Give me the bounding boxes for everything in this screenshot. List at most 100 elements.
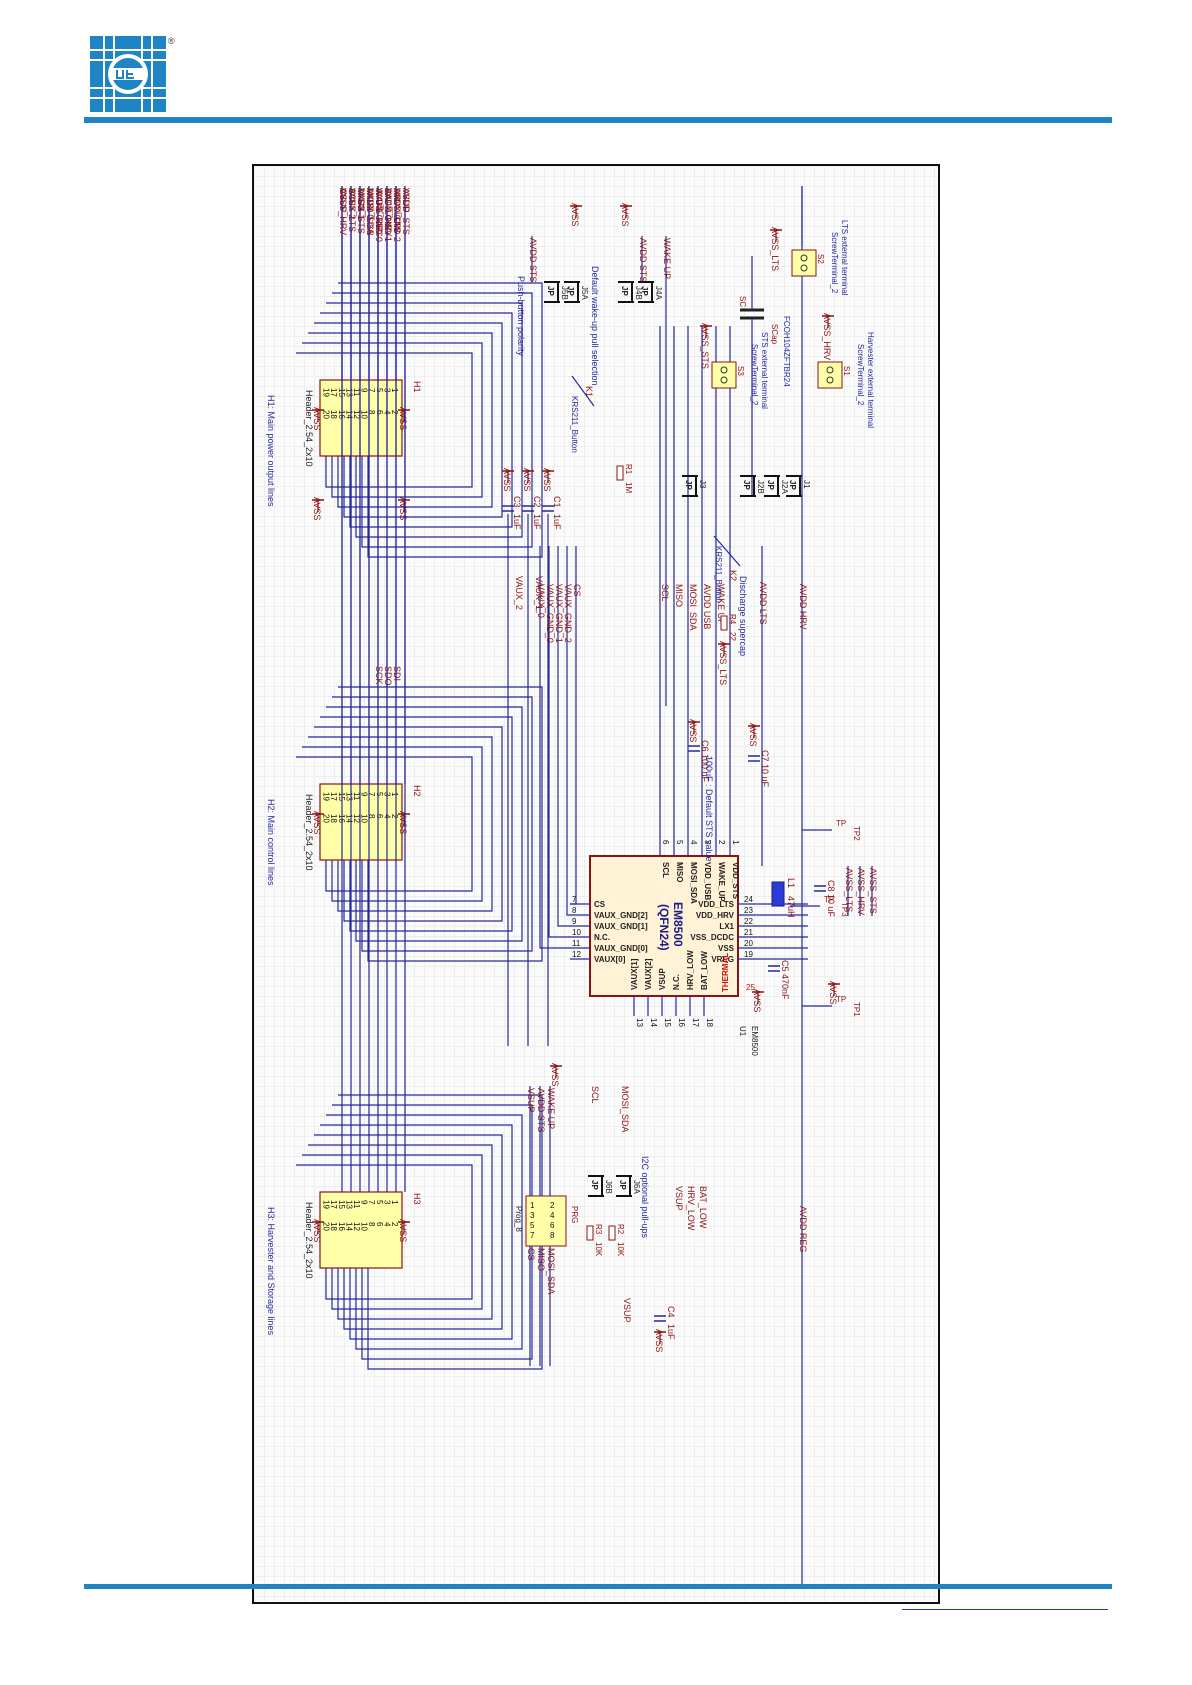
- header-ground: AVSS: [398, 497, 408, 520]
- chip-pin-num: 17: [691, 1018, 700, 1027]
- chip-pin-name: N.C.: [672, 974, 681, 990]
- chip-pin-name: MISO: [675, 862, 684, 882]
- chip-pin-name: MOSI_SDA: [689, 862, 698, 904]
- net-label: WAKE UP: [662, 238, 672, 279]
- prog-pin: 3: [530, 1211, 535, 1220]
- header-part: Header_2.54_2x10: [304, 794, 314, 871]
- chip-part: EM8500: [750, 1026, 759, 1056]
- chip-pin-num: 19: [744, 950, 753, 959]
- header-pin-num: 14: [344, 410, 353, 419]
- terminal-hole: [720, 366, 728, 374]
- chip-pin-num: 23: [744, 906, 753, 915]
- footer-link[interactable]: [902, 1609, 1108, 1610]
- chip-pin-num: 11: [572, 939, 581, 948]
- header-part: Header_2.54_2x10: [304, 1202, 314, 1279]
- header-ground: AVSS: [398, 407, 408, 430]
- chip-pin-num: 18: [705, 1018, 714, 1027]
- header-alt-label: SDO: [383, 666, 393, 686]
- footer-rule: [84, 1584, 1112, 1589]
- resistor-R3: [586, 1225, 594, 1241]
- terminal-ground: AVSS_STS: [700, 323, 710, 369]
- header-net-label: WAKE_UP: [374, 188, 384, 232]
- header-trace: [338, 282, 543, 558]
- header-ground: AVSS: [312, 1219, 322, 1242]
- capacitor-ref: C2: [532, 496, 542, 508]
- header-pin-num: 17: [329, 388, 338, 397]
- company-logo: [90, 36, 166, 112]
- prog-pin: 5: [530, 1221, 535, 1230]
- header-net-label: AVSS_STS: [356, 188, 366, 234]
- jumper-value: JP: [618, 1180, 627, 1190]
- chip-pin-num: 7: [572, 895, 577, 904]
- header-trace: [320, 312, 513, 528]
- button-K2: [713, 535, 741, 567]
- header-pin-num: 12: [352, 814, 361, 823]
- header-net-label: AVSS_HRV: [338, 188, 348, 235]
- chip-pin-name: VREG: [711, 955, 734, 964]
- c6-ground: AVSS: [688, 719, 698, 742]
- header-net-label: VAUX 2: [347, 188, 357, 219]
- header-net-label: VSUP: [338, 188, 348, 213]
- net-label: WAKE UP: [716, 584, 726, 625]
- net-label: MOSI_SDA: [620, 1086, 630, 1133]
- jumper-J5B: [544, 281, 560, 303]
- header-pin-num: 18: [329, 410, 338, 419]
- signal-net: [548, 546, 570, 938]
- chip-body: [589, 855, 739, 997]
- header-pin-num: 3: [382, 1200, 391, 1205]
- header-pin-num: 1: [390, 1200, 399, 1205]
- chip-pin-num: 24: [744, 895, 753, 904]
- button-ref: K2: [728, 570, 738, 581]
- header-trace: [314, 322, 503, 518]
- header-title: H1: Main power output lines: [266, 395, 276, 507]
- net-label: VAUX_GND_1: [554, 584, 564, 643]
- resistor-ref: R1: [624, 464, 633, 475]
- chip-pin-name: VDD_LTS: [698, 900, 735, 909]
- chip-pin-num: 15: [663, 1018, 672, 1027]
- header-net-label: HRV_LOW: [392, 188, 402, 233]
- header-pin-num: 15: [337, 388, 346, 397]
- chip-ref: U1: [738, 1026, 747, 1037]
- chip-pin-num: 3: [703, 840, 712, 845]
- resistor-value: 10K: [616, 1242, 625, 1257]
- net-label: VAUX_GND_2: [563, 584, 573, 643]
- resistor-ref: R4: [728, 614, 737, 625]
- net-label: AVDD LTS: [758, 582, 768, 625]
- header-pin-num: 9: [360, 792, 369, 797]
- header-pin-num: 20: [322, 1222, 331, 1231]
- note-wakeup: Default wake-up pull selection: [590, 266, 600, 386]
- header-trace: [302, 1154, 483, 1310]
- resistor-ref: R2: [616, 1224, 625, 1235]
- test-point-value: TP: [836, 819, 846, 828]
- net-label: MISO: [674, 584, 684, 607]
- header-pin-num: 10: [360, 410, 369, 419]
- header-net-label: VAUX 1: [356, 188, 366, 219]
- resistor-R1: [616, 465, 624, 481]
- header-net-label: AVDD_REG: [374, 188, 384, 237]
- net-label: BAT_LOW: [698, 1186, 708, 1229]
- header-pin-num: 11: [352, 792, 361, 801]
- header-pin-num: 10: [360, 814, 369, 823]
- capacitor-value: 1uF: [552, 514, 562, 530]
- header-trace: [338, 686, 543, 962]
- terminal-hole: [826, 366, 834, 374]
- header-part: Header_2.54_2x10: [304, 390, 314, 467]
- header-pin-num: 19: [322, 1200, 331, 1209]
- header-net-label: AVDD_STS: [401, 188, 411, 235]
- chip-pin-num: 13: [635, 1018, 644, 1027]
- header-pin-num: 8: [367, 1222, 376, 1227]
- chip-pin-name: VDD_HRV: [696, 911, 735, 920]
- header-pin-num: 2: [390, 410, 399, 415]
- net-label: AVSS_STS: [868, 868, 878, 914]
- test-point-ref: TP3: [840, 902, 849, 917]
- header-alt-label: SDI: [392, 666, 402, 681]
- header-pin-num: 14: [344, 814, 353, 823]
- net-label: MOSI_SDA: [688, 584, 698, 631]
- supercap-ref: SC: [738, 296, 747, 307]
- jumper-value: JP: [684, 480, 693, 490]
- capacitor-ref: C3: [512, 496, 522, 508]
- header-net-label: SCL: [347, 188, 357, 206]
- chip-pin-num: 8: [572, 906, 577, 915]
- chip-pin-name: VSS_DCDC: [690, 933, 734, 942]
- header-pin-num: 1: [390, 388, 399, 393]
